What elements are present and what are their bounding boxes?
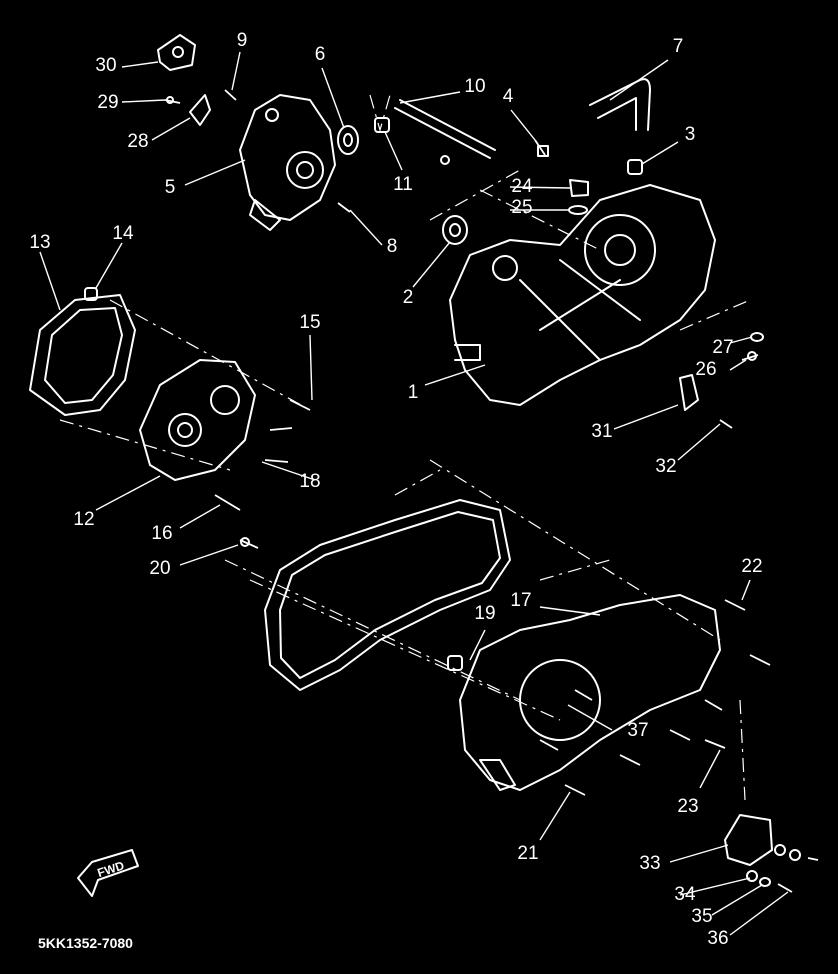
- callout-21: 21: [517, 843, 538, 864]
- callout-6: 6: [315, 44, 326, 65]
- callout-7: 7: [673, 36, 684, 57]
- part-16-bolt: [214, 494, 241, 511]
- part-6-seal: [337, 125, 359, 155]
- part-33-damper: [724, 814, 773, 866]
- callout-29: 29: [97, 92, 118, 113]
- part-37-bolts: [539, 689, 641, 766]
- part-3-dowel: [627, 159, 643, 175]
- callout-25: 25: [511, 197, 532, 218]
- part-14-dowel: [84, 287, 98, 301]
- part-9-bolt: [224, 89, 237, 101]
- part-18-gasket: [264, 499, 511, 691]
- callout-12: 12: [73, 509, 94, 530]
- part-32-bolt: [719, 419, 733, 429]
- callout-23: 23: [677, 796, 698, 817]
- part-15-bolts: [264, 399, 311, 463]
- part-2-bearing: [442, 215, 468, 245]
- part-31-bracket: [679, 374, 699, 411]
- callout-24: 24: [511, 176, 533, 197]
- part-27-washer: [750, 332, 764, 342]
- part-34-collar: [746, 870, 758, 882]
- callout-20: 20: [149, 558, 170, 579]
- part-26-bolt: [741, 351, 759, 361]
- hardware-chain: [774, 844, 819, 861]
- callout-19: 19: [474, 603, 495, 624]
- callout-1: 1: [408, 382, 419, 403]
- callout-2: 2: [403, 287, 414, 308]
- part-29-bolt: [164, 96, 181, 104]
- callout-4: 4: [503, 86, 514, 107]
- part-10-shaft: [394, 99, 496, 165]
- part-23-bolts: [669, 654, 771, 749]
- callout-3: 3: [685, 124, 696, 145]
- part-8-bolt: [337, 202, 351, 213]
- callout-10: 10: [464, 76, 485, 97]
- callout-26: 26: [695, 359, 716, 380]
- callout-32: 32: [655, 456, 676, 477]
- callout-8: 8: [387, 236, 398, 257]
- part-25-o-ring: [568, 205, 588, 215]
- part-4-bolt: [534, 139, 549, 157]
- callout-36: 36: [707, 928, 728, 949]
- callout-11: 11: [393, 174, 413, 195]
- part-36-bolt: [777, 883, 793, 893]
- part-11-collar: [374, 117, 390, 133]
- callout-labels: 1 2 3 4 5 6 7 8 9 10 11 12 13 14 15 16 1…: [29, 30, 762, 949]
- part-28-bracket: [189, 94, 211, 126]
- callout-37: 37: [627, 720, 648, 741]
- part-13-gasket: [29, 294, 136, 416]
- callout-33: 33: [639, 853, 660, 874]
- callout-17: 17: [510, 590, 531, 611]
- callout-30: 30: [95, 55, 116, 76]
- callout-9: 9: [237, 30, 248, 51]
- fwd-arrow-icon: FWD: [77, 849, 139, 897]
- part-24-fitting: [569, 179, 589, 197]
- part-5-pump-housing: [239, 94, 336, 231]
- part-22-bolt: [724, 599, 746, 611]
- callout-22: 22: [741, 556, 762, 577]
- fwd-label: FWD: [96, 858, 127, 880]
- callout-15: 15: [299, 312, 320, 333]
- callout-27: 27: [712, 337, 733, 358]
- part-35-washer: [759, 877, 771, 887]
- part-1-crankcase: [449, 184, 716, 406]
- leader-lines: [39, 51, 789, 936]
- drawing-code: 5KK1352-7080: [38, 935, 133, 951]
- callout-5: 5: [165, 177, 176, 198]
- callout-35: 35: [691, 906, 712, 927]
- part-20-bolt: [239, 537, 259, 549]
- callout-18: 18: [299, 471, 320, 492]
- callout-16: 16: [151, 523, 172, 544]
- part-17-outer-cover: [459, 594, 721, 791]
- callout-13: 13: [29, 232, 50, 253]
- callout-31: 31: [591, 421, 612, 442]
- part-12-cover: [139, 359, 256, 481]
- callout-14: 14: [112, 223, 134, 244]
- part-19-dowel: [447, 655, 463, 671]
- part-21-bolt: [564, 784, 586, 796]
- part-30-plate: [157, 34, 196, 71]
- alignment-lines: [59, 94, 751, 801]
- callout-34: 34: [674, 884, 696, 905]
- callout-28: 28: [127, 131, 148, 152]
- part-7-hose: [589, 78, 651, 131]
